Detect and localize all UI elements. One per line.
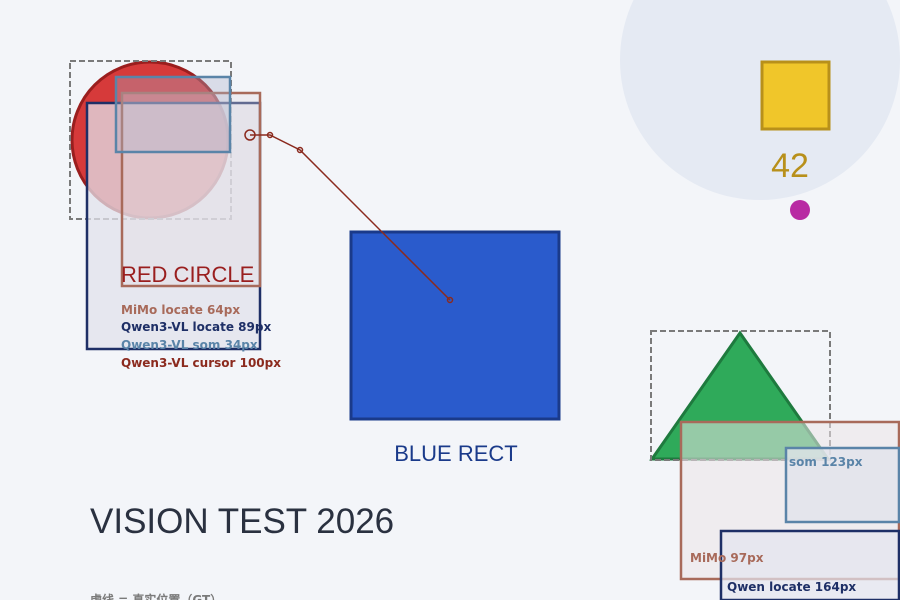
pred-box-mimo-circle <box>120 91 262 288</box>
pred-box-som-circle <box>114 75 232 154</box>
legend-mimo-circle: MiMo locate 64px <box>121 303 240 317</box>
legend-qwen-locate-triangle: Qwen locate 164px <box>727 580 856 594</box>
legend-qwen-cursor-circle: Qwen3-VL cursor 100px <box>121 356 281 370</box>
cursor-start-point <box>446 296 454 304</box>
red-circle-label: RED CIRCLE <box>121 262 254 287</box>
cursor-trajectory <box>250 134 451 301</box>
legend-qwen-locate-circle: Qwen3-VL locate 89px <box>121 320 271 334</box>
background-halo <box>620 0 900 200</box>
cursor-waypoint-2 <box>296 146 304 154</box>
blue-rect <box>349 230 561 421</box>
legend-mimo-triangle: MiMo 97px <box>690 551 764 565</box>
legend-som-triangle: som 123px <box>789 455 863 469</box>
headline: VISION TEST 2026 <box>90 502 394 541</box>
blue-rect-label: BLUE RECT <box>394 441 517 466</box>
magenta-dot <box>790 200 810 220</box>
yellow-square <box>760 60 831 131</box>
pred-box-som-triangle <box>784 446 900 524</box>
legend-qwen-som-circle: Qwen3-VL som 34px <box>121 338 258 352</box>
gt-footnote: 虚线 = 真实位置（GT） <box>90 592 222 600</box>
counter-value: 42 <box>771 147 809 185</box>
cursor-target-marker <box>244 129 256 141</box>
pred-box-qwen-locate-triangle <box>719 529 900 600</box>
cursor-waypoint-1 <box>266 131 274 139</box>
